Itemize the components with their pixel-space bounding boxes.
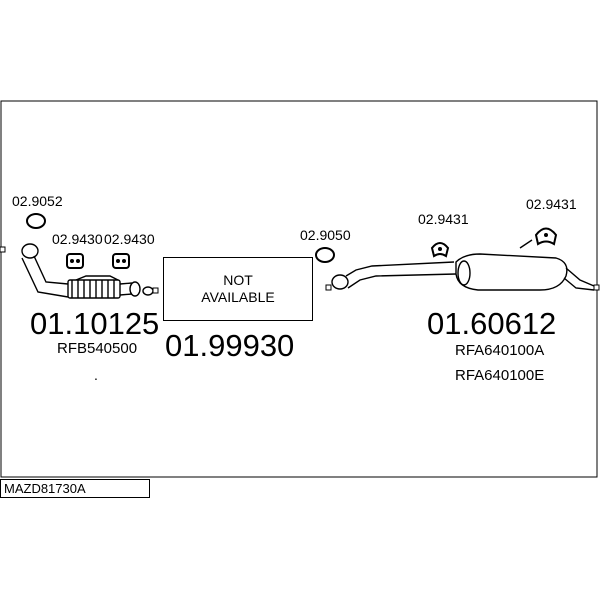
front-pipe-part-number: 01.10125	[30, 306, 160, 341]
not-available-line1: NOT	[223, 272, 253, 288]
hanger-2-icon	[112, 253, 130, 269]
gasket-mid-icon	[315, 247, 335, 263]
rear-part-number: 01.60612	[427, 306, 557, 341]
rear-ref-1: RFA640100A	[455, 342, 545, 359]
front-pipe-icon	[21, 243, 154, 299]
left-edge-mark	[0, 246, 6, 253]
rear-ref-2: RFA640100E	[455, 367, 545, 384]
front-pipe-end-mark	[152, 287, 159, 294]
diagram-code: MAZD81730A	[0, 479, 150, 498]
stray-dot: .	[94, 367, 98, 383]
front-pipe-ref: RFB540500	[57, 340, 138, 357]
right-edge-mark	[593, 284, 600, 291]
not-available-line2: AVAILABLE	[201, 289, 275, 305]
hanger-2-label: 02.9430	[104, 231, 155, 247]
rear-muffler-icon	[325, 239, 595, 291]
hanger-1-icon	[66, 253, 84, 269]
not-available-box: NOT AVAILABLE	[163, 257, 313, 321]
gasket-front-icon	[26, 213, 46, 229]
hanger-rear-1-label: 02.9431	[418, 211, 469, 227]
center-part-number: 01.99930	[165, 328, 295, 363]
hanger-rear-1-icon	[430, 242, 450, 258]
hanger-rear-2-label: 02.9431	[526, 196, 577, 212]
hanger-rear-2-icon	[534, 227, 558, 246]
hanger-1-label: 02.9430	[52, 231, 103, 247]
gasket-mid-label: 02.9050	[300, 227, 351, 243]
gasket-front-label: 02.9052	[12, 193, 63, 209]
